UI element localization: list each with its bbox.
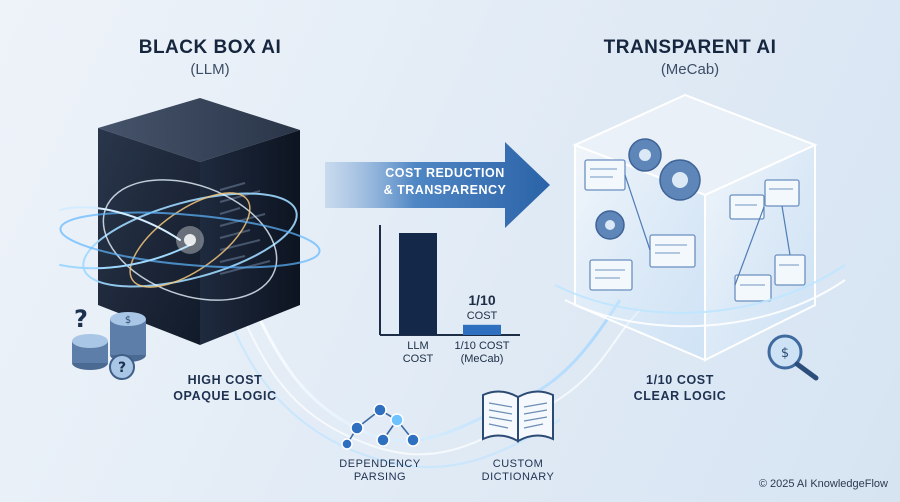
svg-text:$: $ bbox=[125, 315, 131, 326]
custom-line: CUSTOM bbox=[492, 458, 544, 470]
parsing-line: PARSING bbox=[353, 471, 407, 483]
category-label-1-1: (MeCab) bbox=[461, 353, 504, 365]
value-label-1-0: 1/10 bbox=[468, 292, 495, 308]
arrow-label-line2: & TRANSPARENCY bbox=[383, 183, 507, 197]
magnifier-coin-icon: $ bbox=[767, 334, 819, 381]
dependency-tree-icon bbox=[341, 403, 420, 450]
dictionary-line: DICTIONARY bbox=[481, 471, 555, 483]
high-cost-caption: HIGH COST OPAQUE LOGIC bbox=[160, 372, 290, 404]
coins-question-icon: $ ? ? bbox=[72, 305, 146, 380]
clear-logic-line: CLEAR LOGIC bbox=[633, 389, 727, 403]
dependency-parsing-label: DEPENDENCY PARSING bbox=[320, 458, 440, 484]
high-cost-line: HIGH COST bbox=[187, 373, 263, 387]
opaque-logic-line: OPAQUE LOGIC bbox=[173, 389, 277, 403]
svg-text:$: $ bbox=[781, 346, 789, 361]
value-label-1-1: COST bbox=[467, 310, 498, 322]
custom-dictionary-label: CUSTOM DICTIONARY bbox=[458, 458, 578, 484]
bar-1 bbox=[463, 324, 501, 335]
transparent-title: TRANSPARENT AI bbox=[603, 37, 777, 58]
cost-reduction-arrow bbox=[325, 142, 550, 228]
arrow-label-line1: COST REDUCTION bbox=[385, 166, 505, 180]
category-label-1-0: 1/10 COST bbox=[454, 340, 509, 352]
category-label-0-1: COST bbox=[403, 353, 434, 365]
bar-0 bbox=[399, 233, 437, 335]
dependency-line: DEPENDENCY bbox=[339, 458, 421, 470]
arrow-label: COST REDUCTION & TRANSPARENCY bbox=[360, 165, 530, 199]
category-label-0-0: LLM bbox=[407, 340, 428, 352]
svg-text:?: ? bbox=[118, 360, 126, 376]
black-box-cube bbox=[59, 98, 321, 345]
black-box-title: BLACK BOX AI bbox=[138, 37, 282, 58]
book-icon bbox=[482, 390, 554, 443]
transparent-cube bbox=[554, 93, 846, 362]
svg-text:?: ? bbox=[74, 305, 88, 333]
transparent-subtitle: (MeCab) bbox=[660, 61, 720, 78]
black-box-subtitle: (LLM) bbox=[190, 61, 230, 78]
clear-logic-caption: 1/10 COST CLEAR LOGIC bbox=[620, 372, 740, 404]
copyright-text: © 2025 AI KnowledgeFlow bbox=[758, 478, 888, 490]
low-cost-line: 1/10 COST bbox=[646, 373, 714, 387]
